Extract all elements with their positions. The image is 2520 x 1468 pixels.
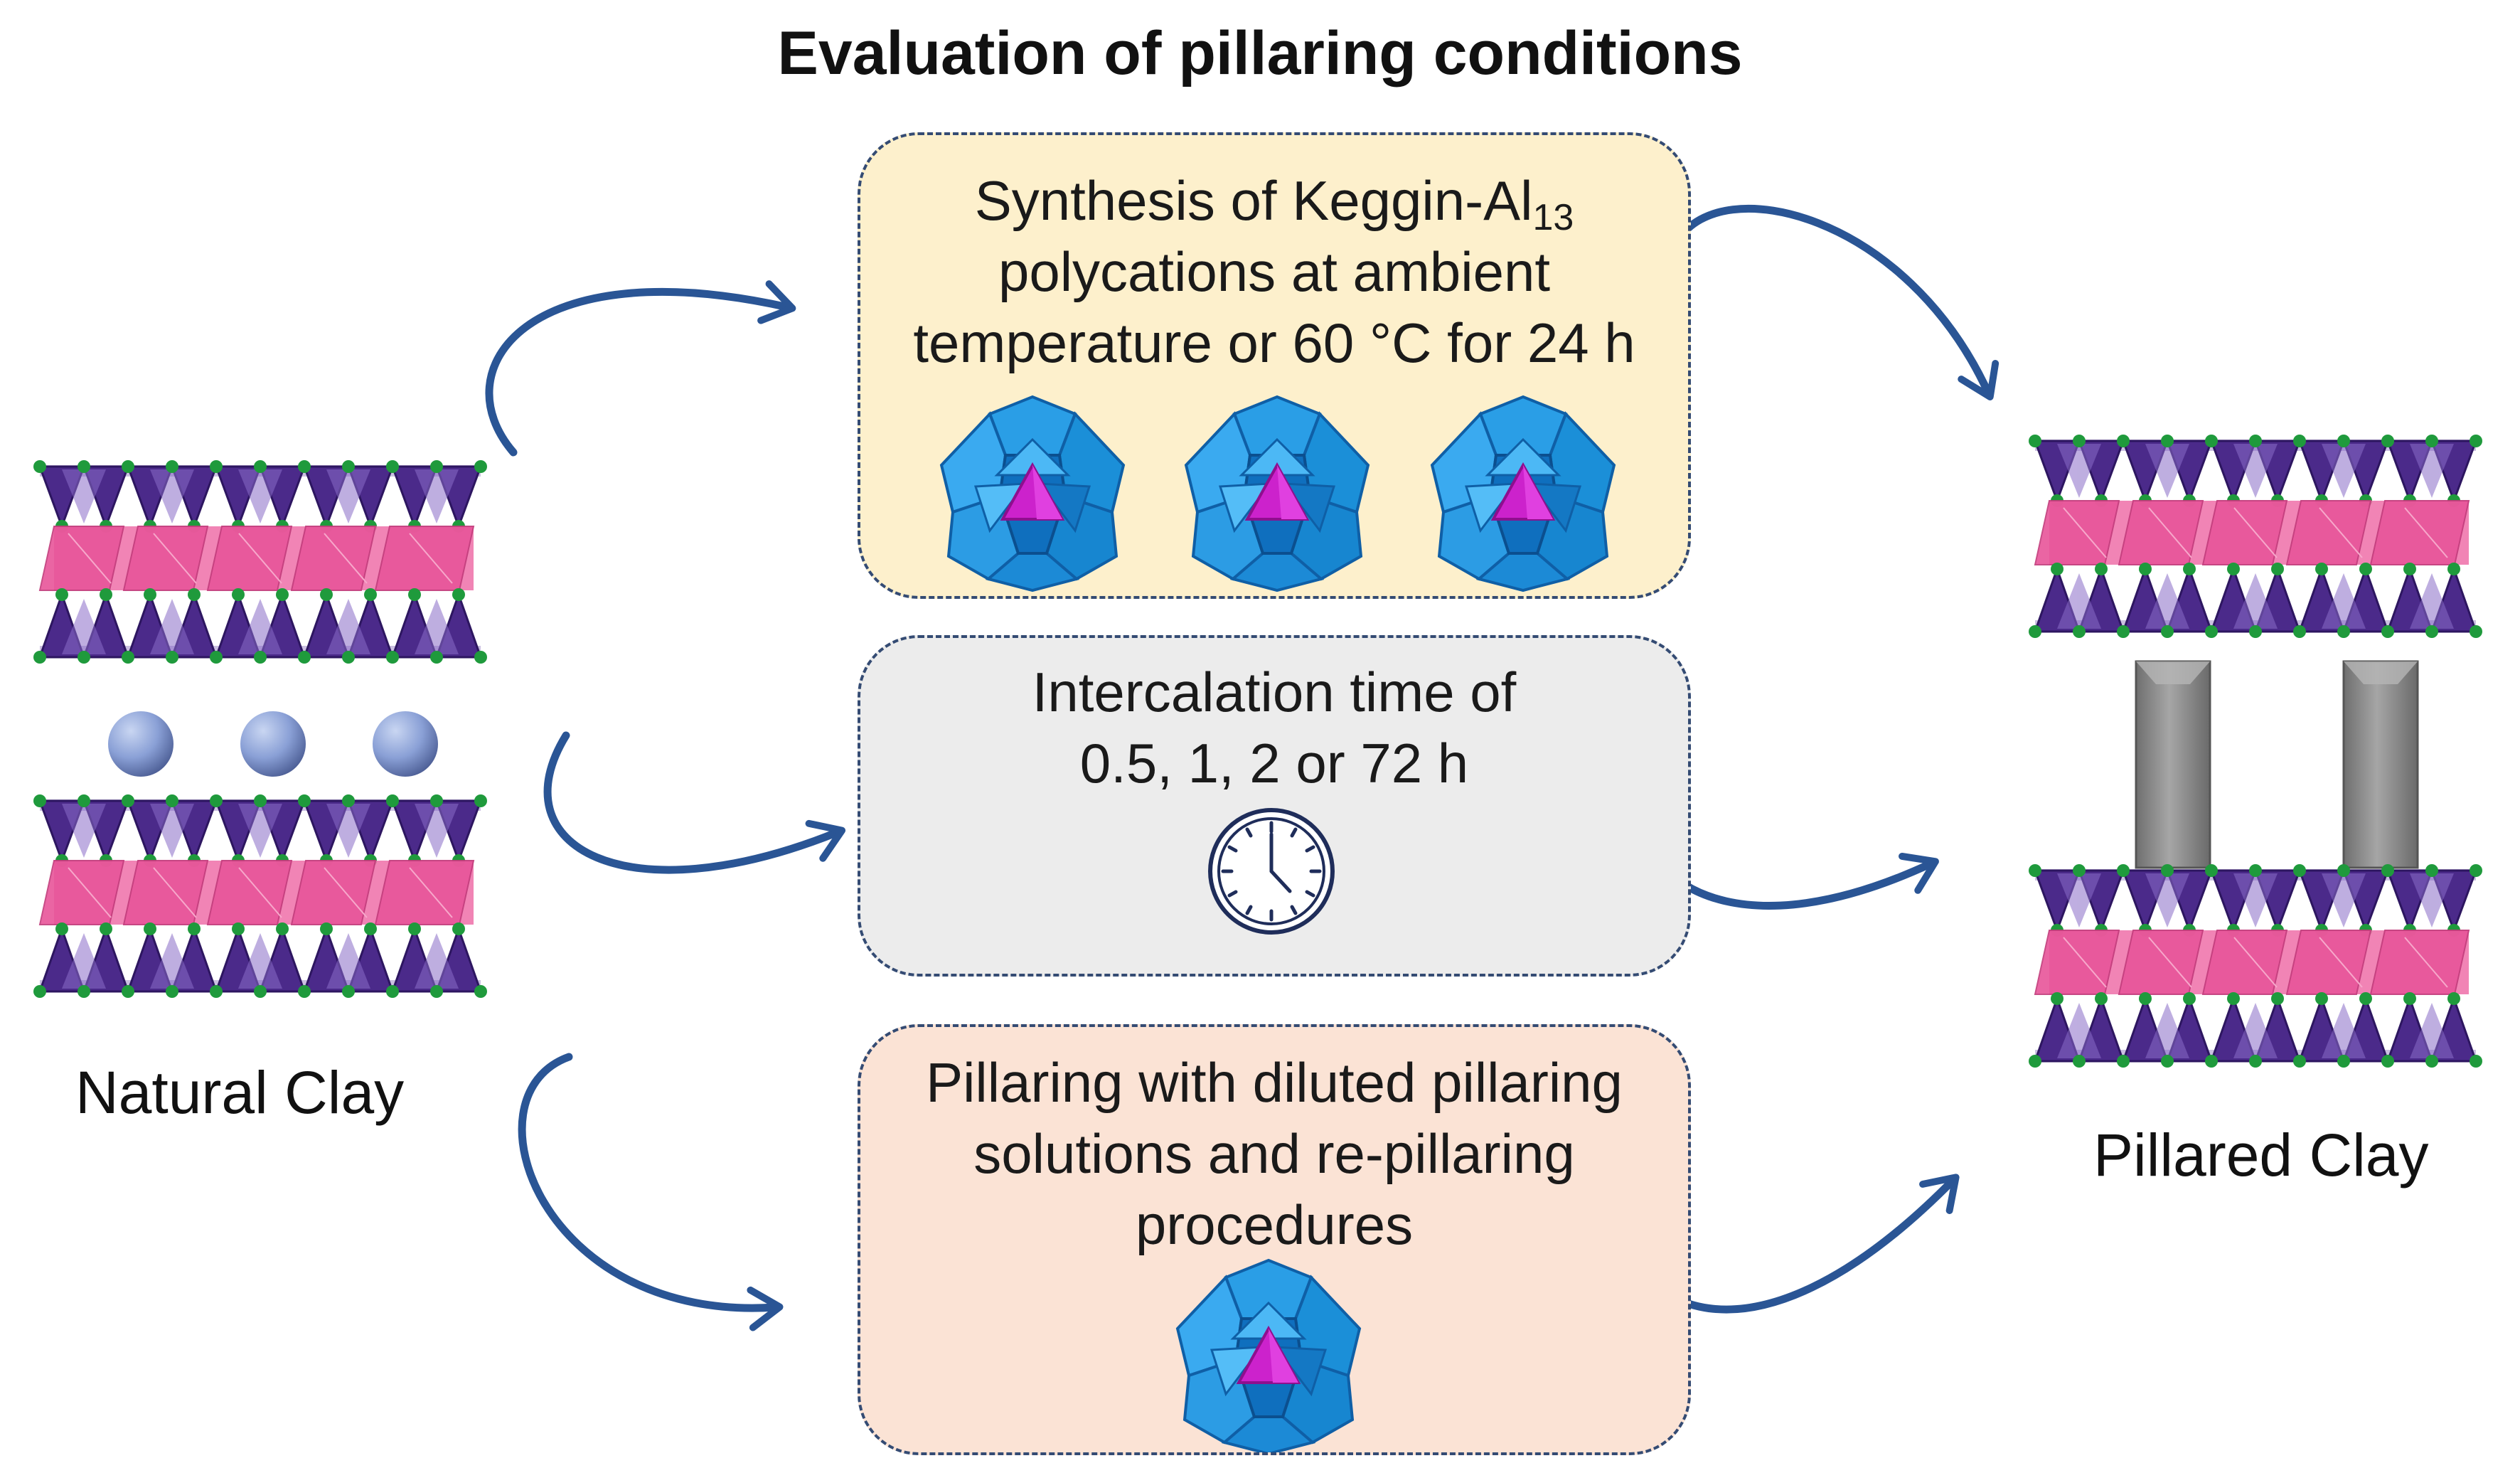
step-synthesis-text-line3: temperature or 60 °C for 24 h [913, 312, 1635, 374]
natural-clay-structure [33, 460, 487, 998]
step-box-synthesis: Synthesis of Keggin-Al13 polycations at … [858, 132, 1691, 599]
natural-clay-layer-top [33, 460, 487, 664]
keggin-al13-polycation-icon [940, 395, 1125, 592]
pillared-clay-structure [2029, 435, 2482, 1068]
arrow-synthesis-to-pillared [1674, 204, 2000, 400]
arrow-natural-to-pillaring [518, 1053, 784, 1331]
pillared-clay-layer-top [2029, 435, 2482, 638]
interlayer-cation-sphere [240, 711, 306, 777]
keggin-icons-group [940, 395, 1616, 592]
alumina-pillar [2135, 660, 2211, 869]
step-intercalation-text-line2: 0.5, 1, 2 or 72 h [1079, 732, 1469, 794]
step-synthesis-subscript: 13 [1532, 197, 1574, 238]
alumina-pillar [2342, 660, 2419, 869]
diagram-title: Evaluation of pillaring conditions [777, 19, 1743, 87]
step-box-pillaring: Pillaring with diluted pillaring solutio… [858, 1024, 1691, 1455]
step-synthesis-text-main: Synthesis of Keggin-Al [974, 169, 1533, 232]
pillared-clay-layer-bottom [2029, 864, 2482, 1068]
step-pillaring-text-line1: Pillaring with diluted pillaring [926, 1051, 1623, 1114]
step-pillaring-text-line2: solutions and re-pillaring [973, 1122, 1575, 1185]
step-pillaring-text-line3: procedures [1135, 1193, 1414, 1256]
interlayer-cation-sphere [373, 711, 438, 777]
interlayer-cation-sphere [108, 711, 173, 777]
keggin-al13-polycation-icon [1431, 395, 1616, 592]
arrow-natural-to-synthesis [485, 280, 796, 457]
step-intercalation-text-line1: Intercalation time of [1032, 661, 1517, 723]
keggin-al13-polycation-icon [1185, 395, 1370, 592]
step-box-intercalation: Intercalation time of 0.5, 1, 2 or 72 h [858, 635, 1691, 977]
keggin-al13-polycation-icon [1176, 1259, 1361, 1452]
interlayer-cation-spheres [108, 711, 438, 777]
keggin-icon-group [1176, 1259, 1361, 1452]
arrow-natural-to-intercalation [543, 731, 846, 874]
clock-icon [1208, 808, 1335, 935]
step-synthesis-text-line2: polycations at ambient [998, 240, 1551, 303]
pillared-clay-label: Pillared Clay [2093, 1122, 2429, 1188]
step-synthesis-text-line1: Synthesis of Keggin-Al13 [860, 165, 1688, 236]
natural-clay-label: Natural Clay [75, 1059, 405, 1126]
natural-clay-layer-bottom [33, 794, 487, 998]
